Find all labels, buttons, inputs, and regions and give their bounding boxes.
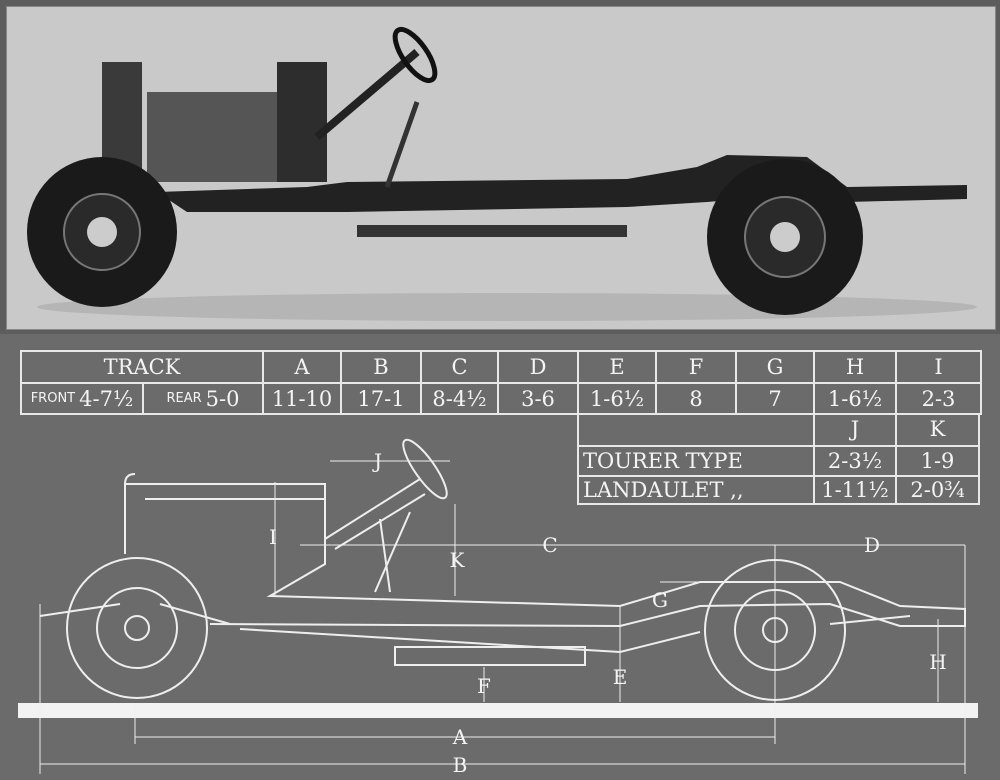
dim-header-a: A <box>262 350 342 384</box>
front-wheel <box>27 157 177 307</box>
dim-header-i: I <box>895 350 982 384</box>
dim-header-d: D <box>497 350 579 384</box>
dim-value-f: 8 <box>655 382 737 415</box>
front-value: 4-7½ <box>79 386 134 411</box>
types-blank <box>577 413 815 447</box>
dim-label-k: K <box>449 548 465 572</box>
dim-label-d: D <box>863 533 881 557</box>
dim-label-g: G <box>652 588 668 612</box>
dim-header-f: F <box>655 350 737 384</box>
dim-header-g: G <box>735 350 815 384</box>
dim-value-g: 7 <box>735 382 815 415</box>
dim-value-b: 17-1 <box>340 382 422 415</box>
rear-value: 5-0 <box>205 386 240 411</box>
dim-header-b: B <box>340 350 422 384</box>
dim-value-h: 1-6½ <box>813 382 897 415</box>
dim-header-h: H <box>813 350 897 384</box>
tourer-name: TOURER TYPE <box>577 445 815 477</box>
chassis-photo-drawing <box>27 26 977 321</box>
dim-label-a: A <box>452 725 468 749</box>
dim-value-i: 2-3 <box>895 382 982 415</box>
dim-label-h: H <box>929 650 947 674</box>
col-j-header: J <box>813 413 897 447</box>
chassis-photo <box>6 6 996 330</box>
rear-label: REAR <box>166 391 202 406</box>
dim-value-d: 3-6 <box>497 382 579 415</box>
landaulet-j: 1-11½ <box>813 475 897 505</box>
rear-wheel <box>707 159 863 315</box>
dim-value-a: 11-10 <box>262 382 342 415</box>
dim-label-i: I <box>269 525 277 549</box>
dim-label-e: E <box>612 665 628 689</box>
col-k-header: K <box>895 413 980 447</box>
landaulet-name: LANDAULET ,, <box>577 475 815 505</box>
dim-label-c: C <box>542 533 558 557</box>
tourer-j: 2-3½ <box>813 445 897 477</box>
dim-label-b: B <box>452 753 468 777</box>
dim-header-e: E <box>577 350 657 384</box>
chassis-blueprint: J I K C D G H F E A B <box>0 334 1000 780</box>
dim-label-j: J <box>373 449 383 473</box>
track-header: TRACK <box>20 350 264 384</box>
tourer-k: 1-9 <box>895 445 980 477</box>
dim-header-c: C <box>420 350 499 384</box>
landaulet-k: 2-0¾ <box>895 475 980 505</box>
dim-label-f: F <box>477 674 491 698</box>
dim-value-c: 8-4½ <box>420 382 499 415</box>
blueprint-drawing <box>18 438 978 774</box>
dim-value-e: 1-6½ <box>577 382 657 415</box>
front-label: FRONT <box>30 391 76 406</box>
